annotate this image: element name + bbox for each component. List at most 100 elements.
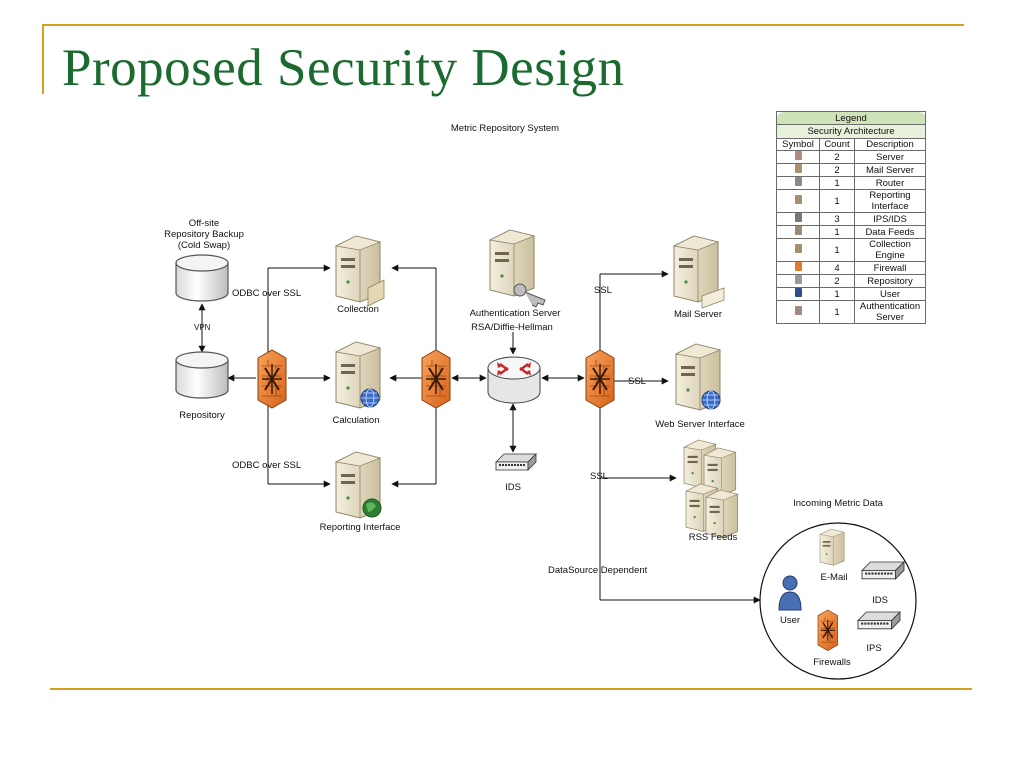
connectors [198, 264, 761, 604]
legend-count: 1 [819, 225, 855, 239]
authentication-server-node: Authentication Server RSA/Diffie-Hellman [470, 229, 561, 333]
legend-count: 1 [819, 238, 855, 262]
user-icon [794, 288, 802, 297]
firewall-icon [585, 349, 615, 409]
legend-count: 2 [819, 150, 855, 164]
ssl-web-label: SSL [628, 376, 646, 387]
user-icon [782, 575, 798, 591]
ips-label: IPS [866, 643, 881, 654]
legend-subtitle: Security Architecture [776, 124, 926, 139]
offsite-label-2: Repository Backup [164, 229, 244, 240]
web-server-interface-label: Web Server Interface [655, 419, 745, 430]
legend-symbol [776, 300, 820, 324]
firewall-icon [257, 349, 287, 409]
ids-device-icon [860, 560, 906, 580]
router-icon [794, 177, 802, 186]
repository-icon [794, 275, 802, 284]
ssl-mail-label: SSL [594, 285, 612, 296]
user-node: User [778, 575, 802, 626]
bottom-rule [50, 688, 972, 690]
incoming-ids-label: IDS [872, 595, 888, 606]
legend-symbol [776, 274, 820, 288]
legend-header-count: Count [819, 138, 855, 151]
repository-cylinder-icon [175, 351, 229, 399]
email-label: E-Mail [821, 572, 848, 583]
legend-description: Collection Engine [854, 238, 926, 262]
legend-symbol [776, 176, 820, 190]
calculation-node: Calculation [333, 341, 381, 426]
legend-symbol [776, 287, 820, 301]
repository-label: Repository [179, 410, 225, 421]
legend-symbol [776, 212, 820, 226]
router-icon [487, 356, 541, 380]
offsite-backup-cylinder-icon [175, 254, 229, 302]
legend-count: 3 [819, 212, 855, 226]
envelope-icon [701, 287, 725, 309]
legend: Legend Security Architecture Symbol Coun… [776, 111, 926, 324]
user-label: User [780, 615, 800, 626]
slide-title: Proposed Security Design [62, 39, 625, 97]
mail-server-node: Mail Server [673, 235, 725, 320]
legend-count: 1 [819, 300, 855, 324]
globe-icon [360, 388, 380, 408]
diagram-heading: Metric Repository System [451, 123, 559, 134]
ssl-rss-label: SSL [590, 471, 608, 482]
legend-table: Legend Security Architecture Symbol Coun… [776, 111, 926, 324]
legend-header-description: Description [854, 138, 926, 151]
legend-symbol [776, 163, 820, 177]
authentication-server-icon [794, 306, 802, 315]
mail-server-icon [794, 164, 802, 173]
folder-icon [367, 279, 385, 307]
datasource-label: DataSource Dependent [548, 565, 648, 576]
legend-description: Router [854, 176, 926, 190]
legend-description: Data Feeds [854, 225, 926, 239]
offsite-label-1: Off-site [189, 218, 219, 229]
legend-count: 2 [819, 274, 855, 288]
collection-label: Collection [337, 304, 379, 315]
incoming-title: Incoming Metric Data [793, 498, 883, 509]
legend-description: Repository [854, 274, 926, 288]
vpn-label: VPN [194, 323, 211, 332]
authentication-server-label: Authentication Server [470, 308, 561, 319]
web-server-node: Web Server Interface [655, 343, 745, 430]
firewalls-node: Firewalls [813, 609, 851, 668]
firewall-icon [794, 262, 802, 271]
legend-symbol [776, 225, 820, 239]
rss-feeds-node: RSS Feeds [683, 439, 739, 543]
firewalls-label: Firewalls [813, 657, 851, 668]
ids-node: IDS [860, 560, 906, 606]
server-icon [489, 229, 535, 297]
legend-description: User [854, 287, 926, 301]
ids-node: IDS [495, 453, 537, 493]
legend-description: Mail Server [854, 163, 926, 177]
email-node: E-Mail [819, 528, 848, 583]
legend-description: Firewall [854, 261, 926, 275]
reporting-interface-icon [794, 195, 802, 204]
rsa-label: RSA/Diffie-Hellman [471, 322, 553, 333]
left-rule [42, 24, 44, 94]
reporting-interface-node: Reporting Interface [320, 451, 400, 533]
top-rule [42, 24, 964, 26]
server-icon [794, 151, 802, 160]
key-icon [513, 283, 546, 308]
legend-count: 1 [819, 287, 855, 301]
ips-device-icon [856, 610, 902, 630]
legend-symbol [776, 189, 820, 213]
odbc-bottom-label: ODBC over SSL [232, 460, 301, 471]
odbc-top-label: ODBC over SSL [232, 288, 301, 299]
legend-description: Reporting Interface [854, 189, 926, 213]
data-feeds-icon [794, 226, 802, 235]
firewall-icon [421, 349, 451, 409]
